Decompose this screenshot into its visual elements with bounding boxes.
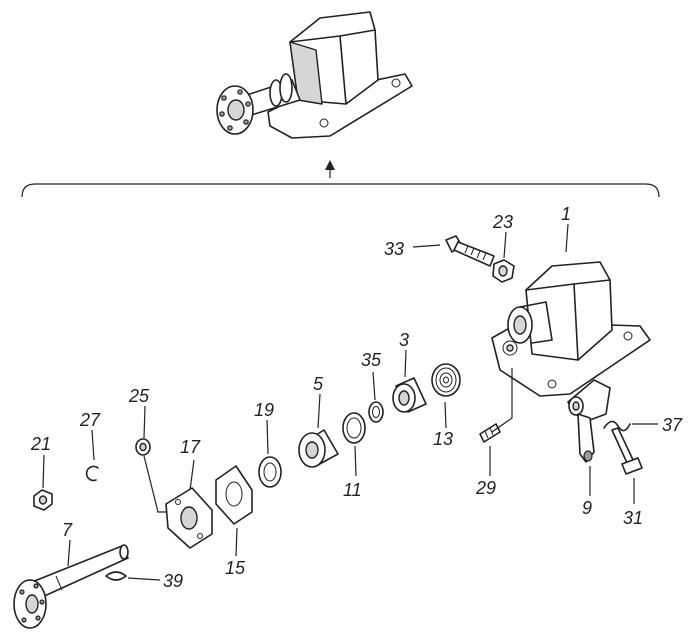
part-39-key <box>105 571 127 581</box>
callout-29: 29 <box>475 478 496 498</box>
callout-9: 9 <box>582 498 592 518</box>
callout-35: 35 <box>361 350 382 370</box>
part-31-bolt <box>611 427 643 475</box>
callout-33: 33 <box>384 239 404 259</box>
callout-5: 5 <box>313 374 324 394</box>
callout-11: 11 <box>343 480 362 500</box>
callout-13: 13 <box>433 429 453 449</box>
callout-39: 39 <box>163 571 183 591</box>
part-17-flange-plate <box>165 487 213 549</box>
part-5-sleeve <box>298 429 339 468</box>
part-23-nut <box>492 259 515 283</box>
part-15-gasket <box>215 465 253 525</box>
leader-lines <box>42 223 658 581</box>
callout-19: 19 <box>254 400 274 420</box>
part-9-lever <box>567 379 611 463</box>
callout-25: 25 <box>128 386 150 406</box>
callout-23: 23 <box>492 212 513 232</box>
part-1-housing <box>491 261 651 397</box>
callout-3: 3 <box>399 330 409 350</box>
part-3-bushing <box>392 377 427 413</box>
callout-37: 37 <box>662 415 683 435</box>
callout-7: 7 <box>62 520 73 540</box>
part-13-spring <box>431 363 461 397</box>
part-27-circlip <box>85 465 99 482</box>
callout-labels: 1 3 5 7 9 11 13 15 17 19 21 23 25 27 29 … <box>30 204 683 591</box>
part-25-washer <box>135 438 151 456</box>
callout-31: 31 <box>623 508 643 528</box>
callout-1: 1 <box>561 204 571 224</box>
assembled-unit <box>216 11 413 139</box>
assembly-bracket <box>21 160 660 198</box>
callout-27: 27 <box>79 410 101 430</box>
callout-15: 15 <box>225 558 246 578</box>
part-29-set-screw <box>479 423 501 443</box>
part-35-o-ring <box>368 401 384 423</box>
part-37-clip <box>603 420 631 432</box>
part-33-bolt <box>445 235 495 267</box>
callout-21: 21 <box>30 434 51 454</box>
callout-17: 17 <box>180 437 201 457</box>
part-11-washer <box>342 412 366 444</box>
part-21-nut <box>33 489 53 511</box>
part-19-ring <box>258 456 282 488</box>
part-7-shaft <box>13 544 129 629</box>
